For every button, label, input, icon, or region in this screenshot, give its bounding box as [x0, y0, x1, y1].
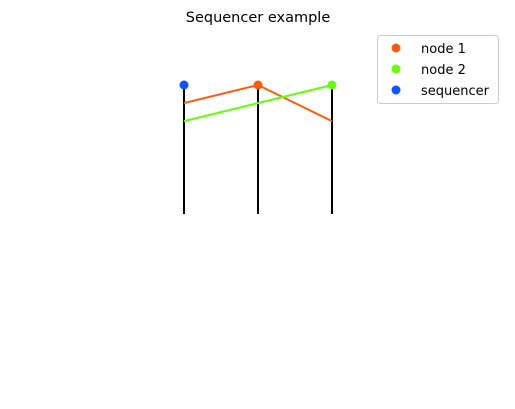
legend-marker-node-2 — [391, 64, 401, 74]
legend-label-node-2: node 2 — [421, 63, 466, 78]
legend-marker-sequencer — [391, 85, 401, 95]
legend-entry-node-2: node 2 — [391, 63, 466, 78]
chart-title: Sequencer example — [186, 10, 331, 26]
point-sequencer — [179, 80, 189, 90]
legend-entry-sequencer: sequencer — [391, 84, 490, 99]
legend: node 1 node 2 sequencer — [377, 35, 499, 104]
point-node-2 — [327, 80, 337, 90]
legend-label-node-1: node 1 — [421, 42, 466, 57]
series-line-node-2 — [183, 84, 333, 123]
legend-frame — [377, 35, 499, 104]
legend-entry-node-1: node 1 — [391, 42, 466, 57]
legend-marker-node-1 — [391, 43, 401, 53]
legend-label-sequencer: sequencer — [421, 84, 490, 99]
plot-area — [179, 80, 337, 214]
point-node-1 — [253, 80, 263, 90]
